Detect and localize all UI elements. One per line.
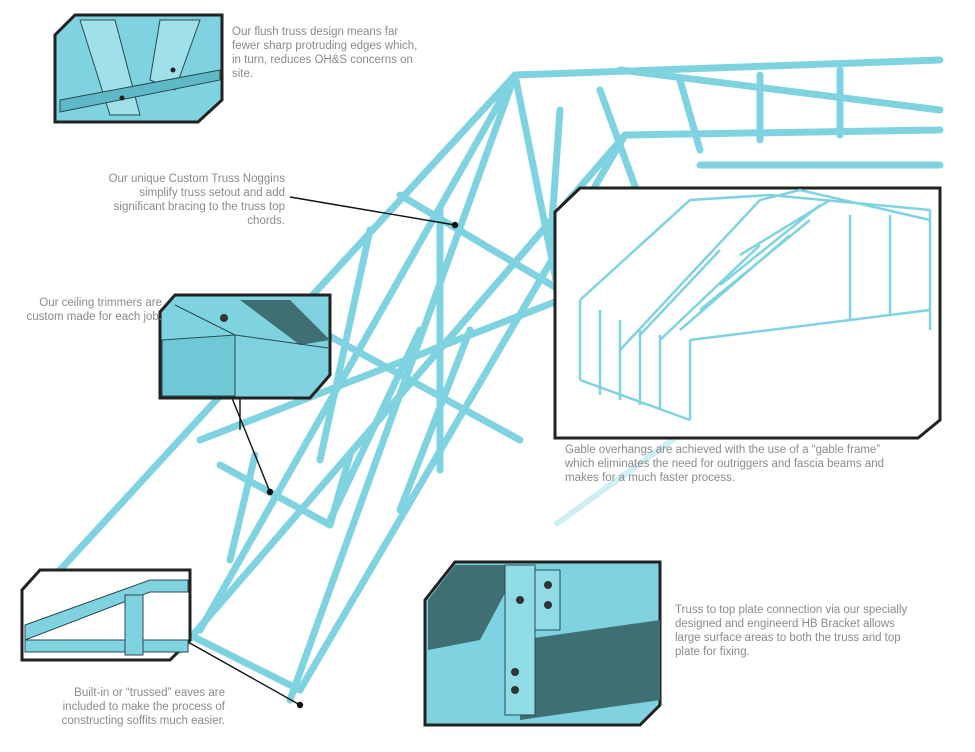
caption-ceiling-trimmers: Our ceiling trimmers are custom made for… (26, 297, 162, 323)
inset-gable-frame (553, 186, 942, 440)
main-truss-frame (56, 56, 944, 704)
inset-eaves (20, 568, 192, 662)
caption-eaves: Built-in or “trussed” eaves are included… (61, 687, 225, 727)
caption-gable-frame: Gable overhangs are achieved with the us… (565, 444, 884, 484)
inset-ceiling-trimmer (158, 293, 332, 400)
leader-lines (187, 196, 459, 709)
caption-flush-truss: Our flush truss design means far fewer s… (232, 26, 418, 80)
caption-hb-bracket: Truss to top plate connection via our sp… (675, 604, 908, 658)
inset-hb-bracket (423, 560, 662, 727)
inset-flush-truss (53, 13, 224, 124)
caption-truss-noggins: Our unique Custom Truss Noggins simplify… (108, 173, 285, 227)
